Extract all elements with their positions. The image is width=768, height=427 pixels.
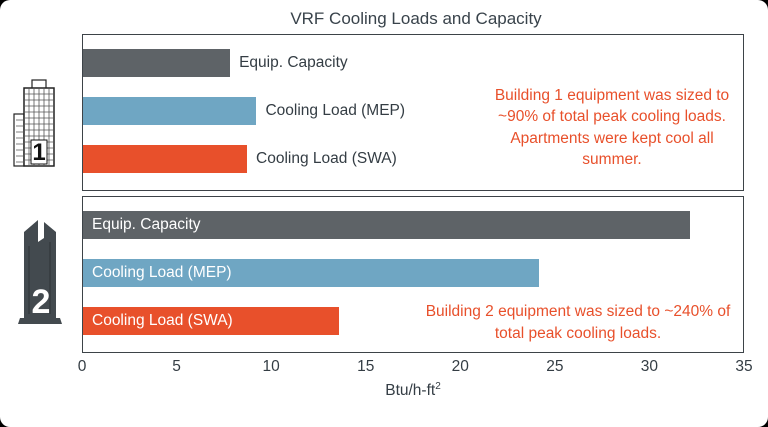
bar-row: Equip. Capacity bbox=[83, 49, 743, 77]
x-tick-15: 15 bbox=[357, 358, 375, 375]
x-tick-20: 20 bbox=[451, 358, 469, 375]
bar-row: Cooling Load (MEP) bbox=[83, 259, 743, 287]
building-1-icon: 1 bbox=[12, 78, 68, 177]
chart-title: VRF Cooling Loads and Capacity bbox=[290, 9, 542, 28]
bar-row: Cooling Load (MEP) bbox=[83, 97, 743, 125]
bar-building2-equip-capacity: Equip. Capacity bbox=[83, 211, 691, 239]
x-tick-35: 35 bbox=[735, 358, 753, 375]
x-axis: 0 5 10 15 20 25 30 35 bbox=[78, 358, 753, 378]
building-icons-column: 1 2 bbox=[0, 34, 82, 394]
x-axis-label: Btu/h-ft2 bbox=[82, 381, 744, 400]
bar-label-cooling-load-swa: Cooling Load (SWA) bbox=[92, 312, 233, 329]
bar-row: Cooling Load (SWA) bbox=[83, 307, 743, 335]
bar-building2-cooling-load-swa: Cooling Load (SWA) bbox=[83, 307, 340, 335]
bar-label-cooling-load-mep: Cooling Load (MEP) bbox=[92, 264, 232, 281]
bar-row: Cooling Load (SWA) bbox=[83, 145, 743, 173]
x-tick-0: 0 bbox=[77, 358, 87, 375]
x-tick-25: 25 bbox=[546, 358, 564, 375]
x-tick-10: 10 bbox=[262, 358, 280, 375]
x-tick-30: 30 bbox=[640, 358, 659, 375]
building-1-number: 1 bbox=[32, 139, 45, 166]
building-2-number: 2 bbox=[32, 283, 51, 321]
x-tick-5: 5 bbox=[172, 358, 181, 375]
x-axis-label-text: Btu/h-ft bbox=[385, 382, 436, 400]
x-axis-label-superscript: 2 bbox=[435, 381, 441, 392]
bar-building1-cooling-load-swa bbox=[83, 145, 248, 173]
bar-label-equip-capacity: Equip. Capacity bbox=[92, 216, 201, 233]
bar-building1-equip-capacity bbox=[83, 49, 231, 77]
bar-label-cooling-load-mep: Cooling Load (MEP) bbox=[265, 102, 406, 119]
building-2-icon: 2 bbox=[16, 216, 64, 331]
bar-building1-cooling-load-mep bbox=[83, 97, 257, 125]
annotation-building-1: Building 1 equipment was sized to ~90% o… bbox=[494, 87, 730, 169]
bar-building2-cooling-load-mep: Cooling Load (MEP) bbox=[83, 259, 540, 287]
bar-row: Equip. Capacity bbox=[83, 211, 743, 239]
bar-label-cooling-load-swa: Cooling Load (SWA) bbox=[256, 150, 397, 167]
bar-label-equip-capacity: Equip. Capacity bbox=[239, 54, 348, 71]
annotation-building-2: Building 2 equipment was sized to ~240% … bbox=[425, 303, 731, 342]
